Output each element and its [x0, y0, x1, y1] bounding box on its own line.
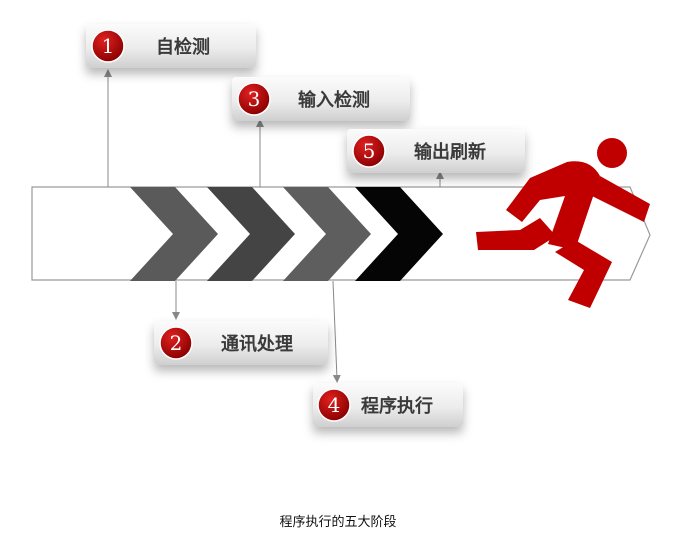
- stage-card-1: 1 自检测: [86, 24, 256, 68]
- figure-caption: 程序执行的五大阶段: [279, 515, 397, 530]
- stage-card-4: 4 程序执行: [313, 383, 463, 427]
- stage-label: 输入检测: [298, 89, 370, 111]
- stage-number: 2: [170, 331, 183, 355]
- running-man-icon: [476, 138, 650, 308]
- stage-card-5: 5 输出刷新: [347, 129, 525, 173]
- stage-number-badge: [237, 82, 271, 116]
- stage-number-badge: [317, 388, 351, 422]
- stage-number: 1: [102, 34, 115, 58]
- stage-number: 3: [248, 87, 261, 111]
- stage-card-bg: [313, 383, 463, 427]
- connectors: [104, 69, 444, 383]
- stage-number-badge: [159, 326, 193, 360]
- stage-number-badge: [91, 29, 125, 63]
- stage-label: 程序执行: [361, 395, 433, 417]
- stage-card-bg: [86, 24, 256, 68]
- chevron-2: [207, 187, 295, 281]
- stage-card-bg: [347, 129, 525, 173]
- stage-card-bg: [154, 321, 328, 365]
- chevron-group: [130, 187, 443, 281]
- chevron-1: [130, 187, 218, 281]
- stage-number-badge: [352, 134, 386, 168]
- stage-number: 5: [363, 139, 376, 163]
- chevron-4: [355, 187, 443, 281]
- stage-card-3: 3 输入检测: [232, 77, 410, 121]
- stage-label: 输出刷新: [414, 141, 486, 163]
- stage-label: 自检测: [156, 36, 210, 58]
- chevron-3: [283, 187, 371, 281]
- stage-number: 4: [328, 393, 341, 417]
- stage-label: 通讯处理: [221, 333, 293, 355]
- stage-card-2: 2 通讯处理: [154, 321, 328, 365]
- stage-card-bg: [232, 77, 410, 121]
- connector-4: [332, 280, 341, 383]
